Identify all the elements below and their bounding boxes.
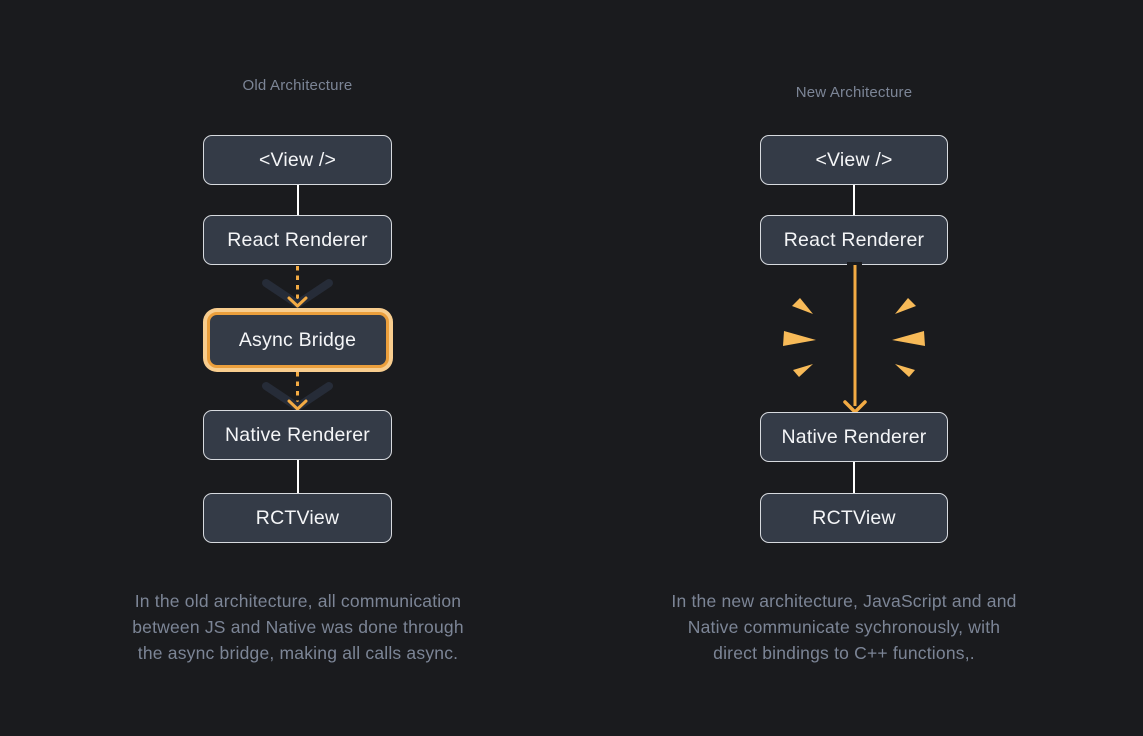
old-native-renderer-node: Native Renderer xyxy=(203,410,392,460)
old-connector-native-rctview xyxy=(296,460,299,493)
old-async-bridge-node: Async Bridge xyxy=(206,312,389,368)
old-architecture-title: Old Architecture xyxy=(242,77,353,94)
new-connector-native-rctview xyxy=(853,462,855,493)
spark-burst-right-icon xyxy=(892,298,925,377)
new-architecture-title: New Architecture xyxy=(795,84,913,101)
old-architecture-column: Old Architecture <View /> React Renderer… xyxy=(202,0,393,736)
old-connector-view-react xyxy=(296,185,299,215)
old-rctview-node: RCTView xyxy=(203,493,392,543)
dashed-arrow-down-icon xyxy=(262,372,333,411)
old-react-renderer-node: React Renderer xyxy=(203,215,392,265)
sync-arrow-with-burst-icon xyxy=(783,262,925,416)
new-view-node: <View /> xyxy=(760,135,948,185)
new-native-renderer-node: Native Renderer xyxy=(760,412,948,462)
async-bridge-highlight-ring: Async Bridge xyxy=(202,308,393,372)
old-architecture-caption: In the old architecture, all communicati… xyxy=(132,591,464,663)
new-rctview-node: RCTView xyxy=(760,493,948,543)
new-connector-view-react xyxy=(853,185,855,215)
spark-burst-left-icon xyxy=(783,298,816,377)
dashed-arrow-down-icon xyxy=(262,266,333,308)
old-view-node: <View /> xyxy=(203,135,392,185)
new-react-renderer-node: React Renderer xyxy=(760,215,948,265)
new-architecture-column: New Architecture <View /> React Renderer… xyxy=(760,0,948,736)
new-architecture-caption: In the new architecture, JavaScript and … xyxy=(671,591,1017,663)
